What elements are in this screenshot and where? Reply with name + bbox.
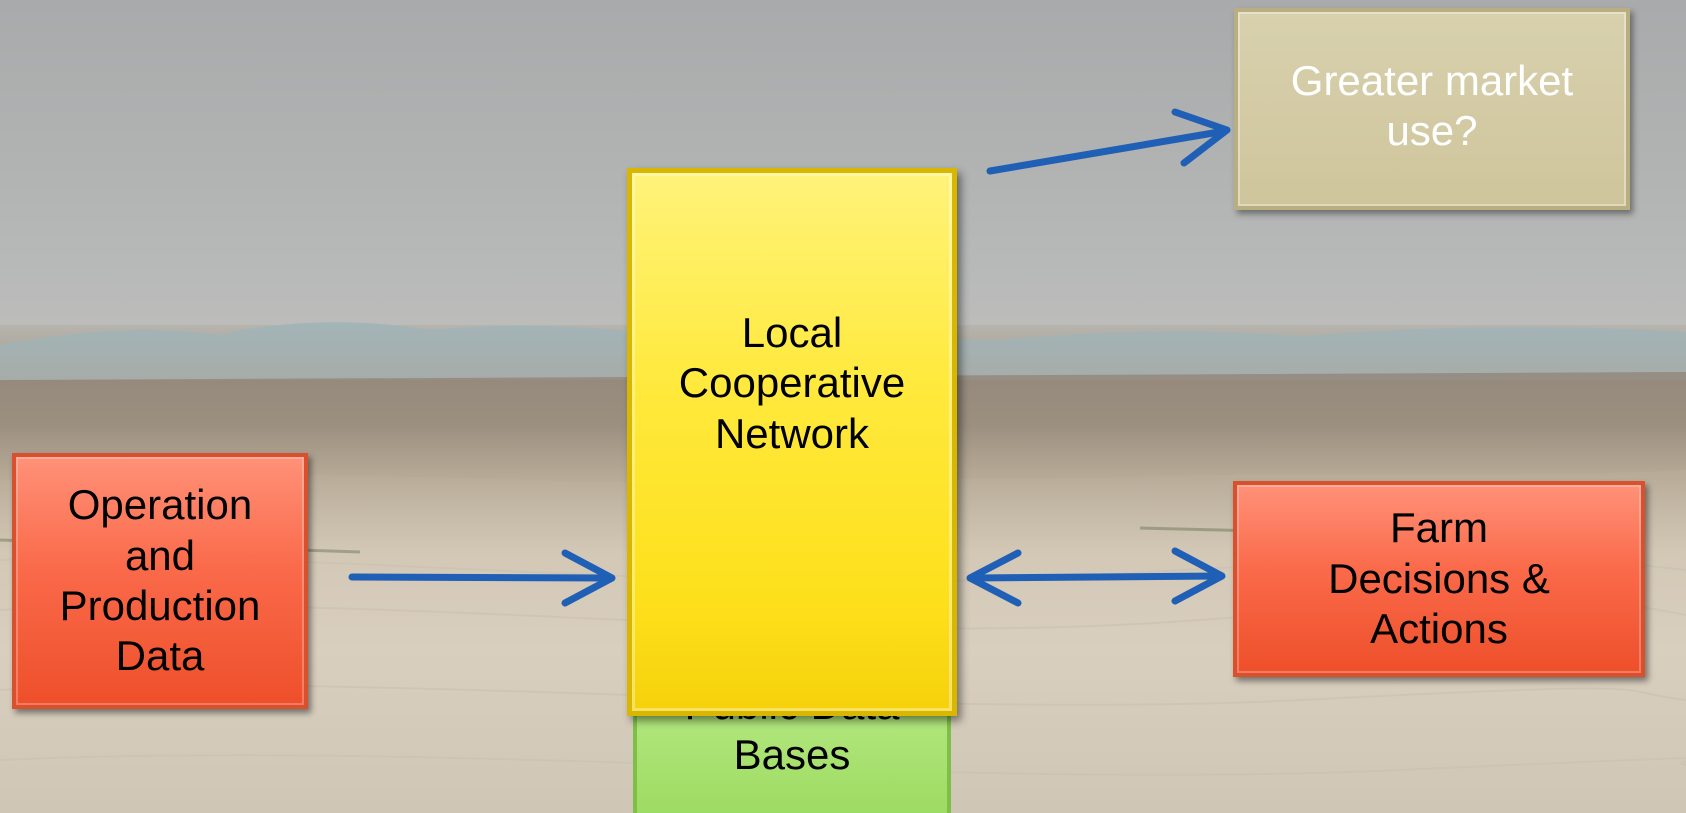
node-farm-label: Farm Decisions & Actions bbox=[1328, 504, 1550, 653]
node-operation-production-data: Operation and Production Data bbox=[12, 453, 308, 709]
arrow-local-to-market bbox=[986, 108, 1231, 175]
arrow-operation-to-local bbox=[348, 549, 616, 607]
node-farm-decisions-actions: Farm Decisions & Actions bbox=[1233, 481, 1645, 677]
node-operation-label: Operation and Production Data bbox=[59, 481, 261, 680]
node-greater-market-use: Greater market use? bbox=[1234, 8, 1630, 210]
node-local-cooperative-network: Local Cooperative Network bbox=[627, 168, 957, 716]
arrow-local-farm-bidirectional bbox=[966, 547, 1226, 607]
node-local-label: Local Cooperative Network bbox=[678, 309, 906, 457]
node-market-label: Greater market use? bbox=[1290, 56, 1574, 154]
